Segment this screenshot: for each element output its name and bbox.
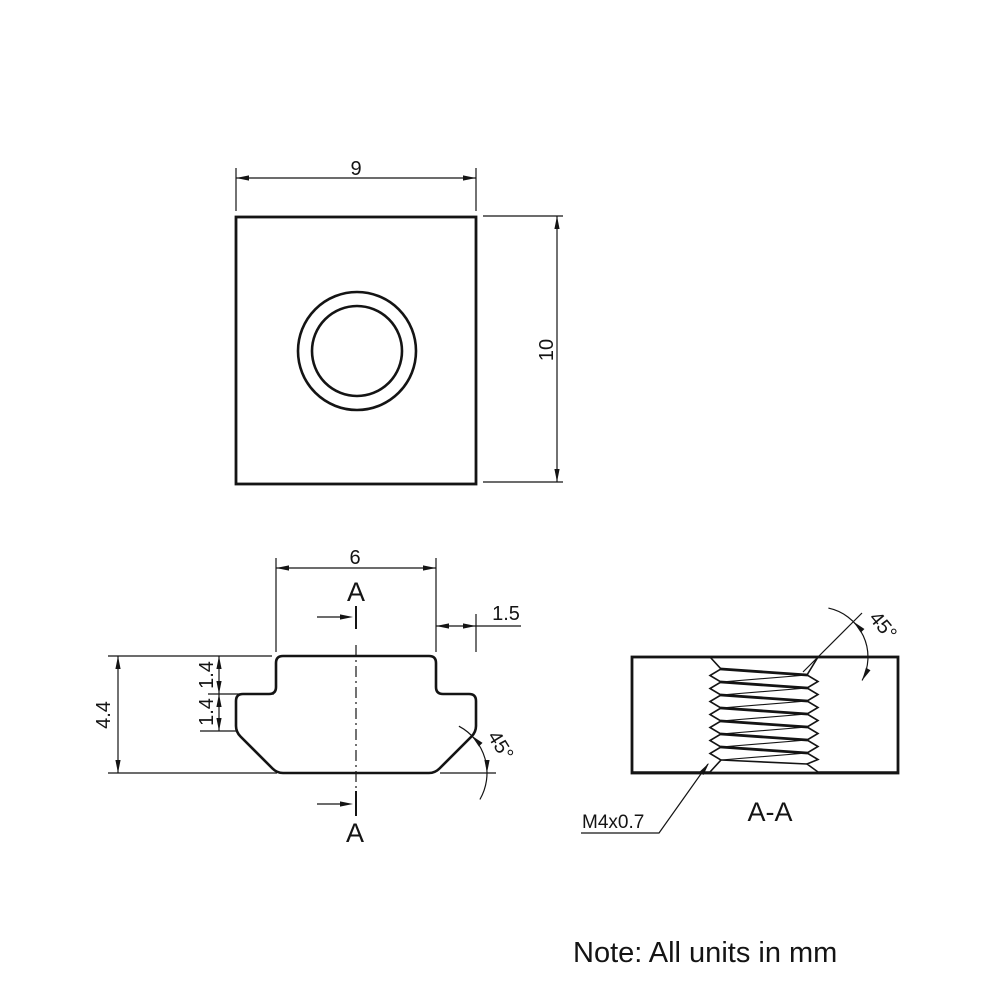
section-cut-marker-top: A — [317, 577, 365, 629]
dim-top-height: 10 — [483, 215, 563, 483]
thread-callout-label: M4x0.7 — [582, 812, 644, 833]
section-view: 45° M4x0.7 A-A — [581, 607, 901, 834]
dim-text-lower-step: 1.4 — [196, 698, 218, 726]
section-view-title: A-A — [747, 797, 792, 827]
section-hatch-left — [631, 656, 723, 773]
dim-section-chamfer-angle: 45° — [802, 607, 901, 682]
dim-front-height: 4.4 — [93, 655, 277, 774]
top-view-chamfer-circle — [296, 290, 418, 412]
dim-text-front-height: 4.4 — [93, 701, 115, 729]
dim-text-front-offset: 1.5 — [492, 603, 520, 625]
dim-text-front-top-width: 6 — [349, 547, 360, 569]
dim-text-upper-step: 1.4 — [196, 661, 218, 689]
units-note: Note: All units in mm — [573, 937, 837, 969]
section-thread — [719, 667, 809, 765]
top-view: 9 10 — [234, 158, 563, 486]
section-marker-bottom-label: A — [346, 818, 364, 848]
section-marker-top-label: A — [347, 577, 365, 607]
dim-text-front-chamfer-angle: 45° — [483, 727, 518, 764]
dim-text-section-chamfer-angle: 45° — [864, 607, 900, 644]
dim-front-chamfer-angle: 45° — [440, 725, 518, 800]
dim-front-top-width: 6 — [275, 547, 437, 652]
dim-front-steps: 1.4 1.4 — [196, 656, 274, 732]
dim-top-width: 9 — [235, 158, 477, 211]
section-body-outline — [630, 655, 900, 775]
top-view-hole-circle — [310, 304, 404, 398]
section-cut-marker-bottom: A — [317, 791, 364, 848]
front-view: A A 6 1.5 4.4 — [93, 547, 521, 848]
section-hatch-right — [805, 656, 899, 773]
top-view-body-outline — [234, 215, 478, 486]
thread-callout: M4x0.7 — [581, 761, 712, 834]
dim-text-top-height: 10 — [536, 339, 558, 361]
dim-text-top-width: 9 — [350, 158, 361, 180]
dim-front-offset: 1.5 — [436, 603, 521, 652]
